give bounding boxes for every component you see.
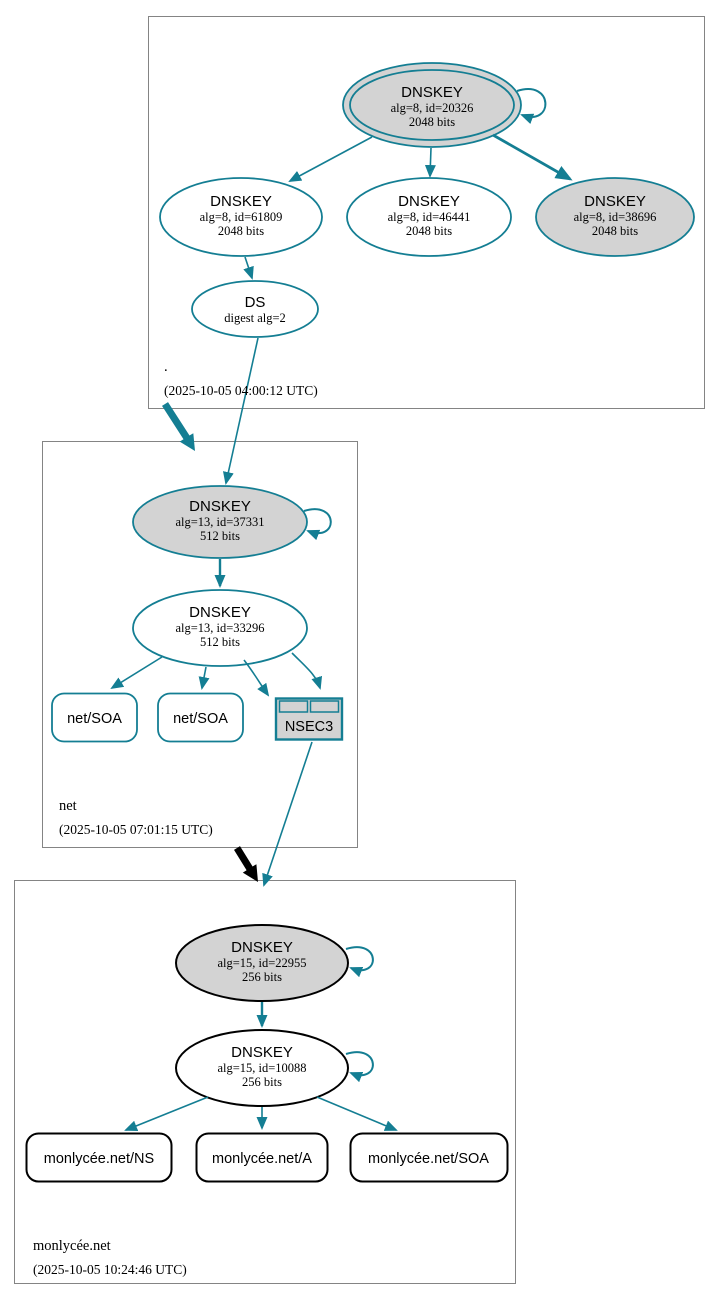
monlycee-zsk-bits: 256 bits [242,1075,282,1089]
net-nsec3-label: NSEC3 [285,719,333,735]
monlycee-zsk-title: DNSKEY [231,1044,293,1061]
monlycee-zone-timestamp: (2025-10-05 10:24:46 UTC) [33,1262,187,1277]
delegation-arrow-root-to-net [162,402,195,451]
edge-rootksk-to-zskmid [424,147,436,178]
root-zsk-right-bits: 2048 bits [592,224,638,238]
net-nsec3-node[interactable]: NSEC3 [274,697,344,741]
net-ksk-bits: 512 bits [200,529,240,543]
net-ksk-node[interactable]: DNSKEY alg=13, id=37331 512 bits [132,485,308,559]
net-soa-left-label: net/SOA [67,711,122,727]
root-zsk-right-alg: alg=8, id=38696 [574,210,657,224]
root-zsk-mid-bits: 2048 bits [406,224,452,238]
monlycee-ksk-title: DNSKEY [231,939,293,956]
root-zsk-left-ellipse[interactable] [159,177,323,257]
monlycee-a-rect[interactable] [195,1132,329,1183]
root-ksk-node[interactable]: DNSKEY alg=8, id=20326 2048 bits [342,62,522,148]
root-ksk-bits: 2048 bits [409,115,455,129]
net-zone-box [42,441,358,848]
self-loop-monlycee-zsk [345,1051,374,1083]
net-zsk-bits: 512 bits [200,635,240,649]
root-ds-ellipse[interactable] [191,280,319,338]
edge-zskleft-to-ds [243,256,254,280]
net-zsk-alg: alg=13, id=33296 [175,621,264,635]
edge-monlyceezsk-to-ns [124,1096,209,1131]
net-soa-right-label: net/SOA [173,711,228,727]
edge-ds-to-netksk [222,337,259,485]
root-ds-detail: digest alg=2 [224,311,286,325]
monlycee-ns-node[interactable]: monlycée.net/NS [25,1132,173,1183]
root-zsk-right-title: DNSKEY [584,193,646,210]
root-zsk-left-node[interactable]: DNSKEY alg=8, id=61809 2048 bits [159,177,323,257]
net-nsec3-cell-left [278,700,309,713]
root-ksk-inner-ellipse [349,69,515,141]
net-zone-timestamp: (2025-10-05 07:01:15 UTC) [59,822,213,837]
root-zsk-left-alg: alg=8, id=61809 [200,210,283,224]
monlycee-ksk-node[interactable]: DNSKEY alg=15, id=22955 256 bits [175,924,349,1002]
net-ksk-title: DNSKEY [189,498,251,515]
root-zsk-mid-title: DNSKEY [398,193,460,210]
root-zsk-mid-node[interactable]: DNSKEY alg=8, id=46441 2048 bits [346,177,512,257]
monlycee-soa-label: monlycée.net/SOA [368,1151,489,1167]
root-ds-title: DS [245,294,266,311]
root-zone-label: . [164,359,168,375]
monlycee-ns-rect[interactable] [25,1132,173,1183]
edge-netzsk-to-nsec3-right [291,652,323,690]
monlycee-soa-node[interactable]: monlycée.net/SOA [349,1132,509,1183]
monlycee-a-label: monlycée.net/A [212,1151,312,1167]
net-soa-right-rect[interactable] [157,692,244,743]
root-zsk-right-ellipse[interactable] [535,177,695,257]
monlycee-a-node[interactable]: monlycée.net/A [195,1132,329,1183]
root-ksk-title: DNSKEY [401,84,463,101]
root-zone-box [148,16,705,409]
net-soa-right-node[interactable]: net/SOA [157,692,244,743]
monlycee-ksk-ellipse[interactable] [175,924,349,1002]
delegation-arrow-net-to-monlycee [234,846,258,882]
monlycee-zsk-node[interactable]: DNSKEY alg=15, id=10088 256 bits [175,1029,349,1107]
self-loop-monlycee-ksk [345,946,374,978]
root-zone-timestamp: (2025-10-05 04:00:12 UTC) [164,383,318,398]
root-zsk-mid-ellipse[interactable] [346,177,512,257]
monlycee-zsk-alg: alg=15, id=10088 [217,1061,306,1075]
edge-rootksk-to-zskright [492,133,573,181]
edge-rootksk-to-zskleft [288,136,373,182]
net-ksk-ellipse[interactable] [132,485,308,559]
monlycee-ksk-alg: alg=15, id=22955 [217,956,306,970]
net-zsk-node[interactable]: DNSKEY alg=13, id=33296 512 bits [132,589,308,667]
edge-netzsk-to-nsec3-left [243,659,270,697]
monlycee-ns-label: monlycée.net/NS [44,1151,154,1167]
edge-monlyceezsk-to-soa [316,1096,398,1131]
monlycee-zsk-ellipse[interactable] [175,1029,349,1107]
root-zsk-right-node[interactable]: DNSKEY alg=8, id=38696 2048 bits [535,177,695,257]
edge-nsec3-to-monlycee [262,741,313,887]
net-soa-left-rect[interactable] [51,692,138,743]
self-loop-root-ksk [516,88,547,125]
root-zsk-left-title: DNSKEY [210,193,272,210]
net-zsk-ellipse[interactable] [132,589,308,667]
net-soa-left-node[interactable]: net/SOA [51,692,138,743]
root-zsk-left-bits: 2048 bits [218,224,264,238]
edge-netzsk-to-soaright [198,666,210,690]
edge-netzsk-to-soaleft [110,656,163,690]
monlycee-zone-label: monlycée.net [33,1238,111,1254]
net-ksk-alg: alg=13, id=37331 [175,515,264,529]
monlycee-soa-rect[interactable] [349,1132,509,1183]
root-ds-node[interactable]: DS digest alg=2 [191,280,319,338]
net-zsk-title: DNSKEY [189,604,251,621]
root-zsk-mid-alg: alg=8, id=46441 [388,210,471,224]
self-loop-net-ksk [303,508,332,541]
net-nsec3-cell-right [309,700,340,713]
root-ksk-alg: alg=8, id=20326 [391,101,474,115]
monlycee-ksk-bits: 256 bits [242,970,282,984]
net-zone-label: net [59,798,77,814]
